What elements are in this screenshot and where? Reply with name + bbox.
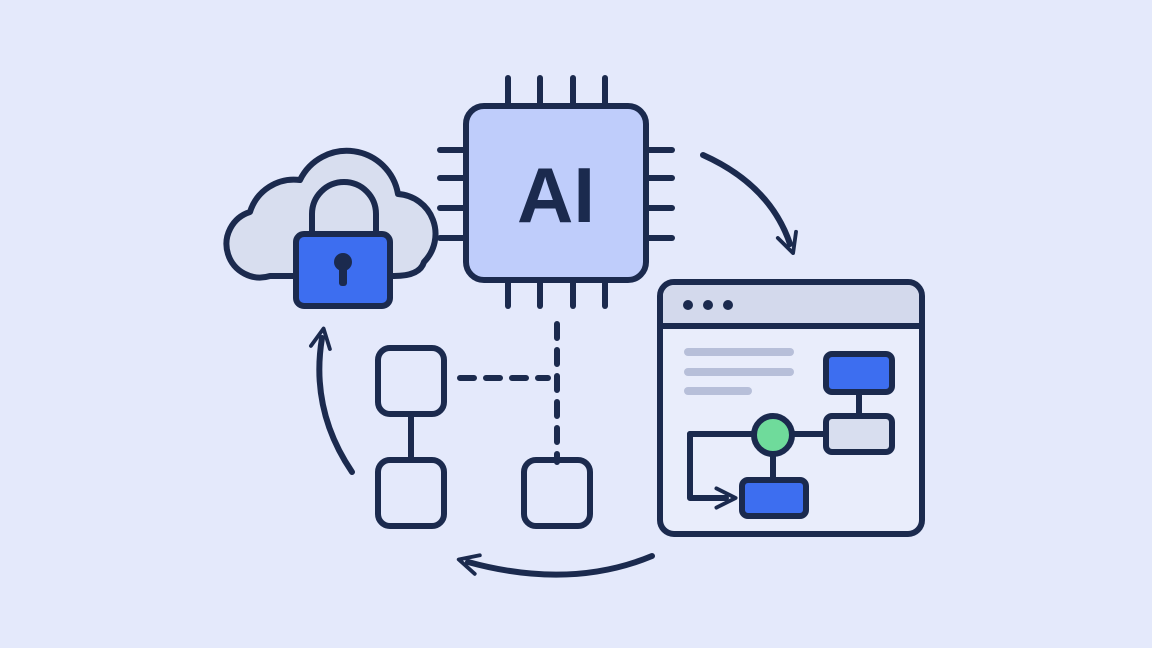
arrow-orgchart-to-cloud <box>309 326 355 475</box>
window-dot-2 <box>703 300 713 310</box>
arrow-window-to-orgchart <box>456 553 655 578</box>
keyhole-slot <box>339 264 347 286</box>
window-text-lines <box>684 348 794 395</box>
org-node-bottom-right <box>521 457 593 529</box>
cpu-chip-icon <box>463 103 649 283</box>
cloud-lock-group <box>223 147 439 309</box>
window-dot-3 <box>723 300 733 310</box>
org-node-top <box>375 345 447 417</box>
flow-box-blue-bottom <box>739 477 809 519</box>
chip-pins-top <box>505 75 608 109</box>
flow-link-down-arrow <box>687 431 738 510</box>
flow-box-blue-top <box>823 351 895 395</box>
chip-pins-right <box>643 147 675 241</box>
flow-box-gray <box>823 413 895 455</box>
flowchart-icon <box>687 351 895 519</box>
browser-window-icon <box>657 279 925 537</box>
flow-node-green <box>751 413 795 457</box>
ai-chip-group: AI <box>437 75 675 309</box>
chip-label: AI <box>517 151 595 239</box>
window-frame <box>657 279 925 537</box>
arrow-chip-to-window <box>700 152 798 256</box>
window-dot-1 <box>683 300 693 310</box>
window-titlebar <box>663 285 919 326</box>
chip-pins-bottom <box>505 277 608 309</box>
org-node-bottom-left <box>375 457 447 529</box>
padlock-shackle <box>309 179 379 239</box>
keyhole-icon <box>334 253 352 271</box>
org-chart-icon <box>375 321 593 529</box>
cycle-arrows <box>309 152 798 578</box>
chip-pins-left <box>437 147 469 241</box>
